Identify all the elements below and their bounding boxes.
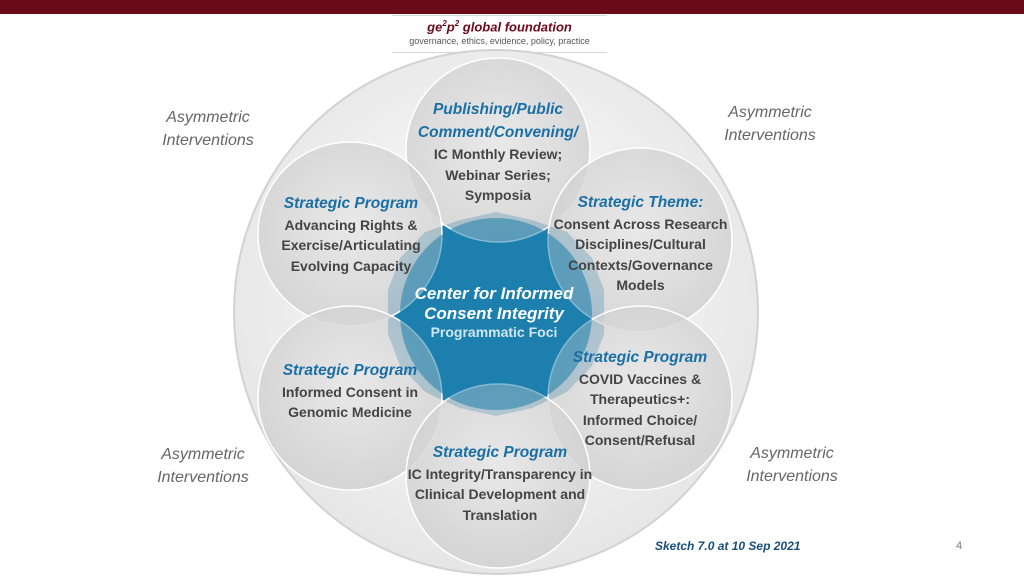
page-number: 4 — [956, 540, 963, 552]
node-circle-lower-left — [257, 305, 443, 491]
node-upper-right-heading: Strategic Theme: — [577, 194, 704, 211]
center-label: Center for Informed Consent Integrity Pr… — [384, 284, 604, 341]
node-upper-left: Strategic Program Advancing Rights & Exe… — [266, 194, 436, 276]
node-lower-left: Strategic Program Informed Consent in Ge… — [270, 361, 430, 423]
node-upper-right: Strategic Theme: Consent Across Research… — [548, 193, 733, 296]
asymmetric-label-top-left: Asymmetric Interventions — [162, 109, 254, 149]
node-bottom-body: IC Integrity/Transparency in Clinical De… — [407, 465, 593, 523]
node-lower-left-heading: Strategic Program — [282, 362, 418, 379]
node-upper-left-body: Advancing Rights & Exercise/Articulating… — [281, 216, 421, 274]
node-lower-right: Strategic Program COVID Vaccines & Thera… — [560, 348, 720, 451]
node-top-body: IC Monthly Review; Webinar Series; Sympo… — [433, 146, 563, 203]
logo-title: ge2p2 global foundation — [427, 19, 572, 35]
node-bottom-heading: Strategic Program — [432, 444, 568, 461]
top-bar — [0, 0, 1024, 14]
logo-tagline: governance, ethics, evidence, policy, pr… — [409, 36, 590, 47]
center-subtitle: Programmatic Foci — [430, 324, 558, 340]
node-top-heading: Publishing/Public Comment/Convening/ — [417, 101, 579, 141]
node-bottom: Strategic Program IC Integrity/Transpare… — [400, 443, 600, 525]
node-lower-right-heading: Strategic Program — [572, 349, 708, 366]
node-lower-right-body: COVID Vaccines & Therapeutics+: Informed… — [578, 370, 702, 449]
node-upper-left-heading: Strategic Program — [283, 195, 419, 212]
center-title: Center for Informed Consent Integrity — [414, 284, 574, 323]
asymmetric-label-bottom-left: Asymmetric Interventions — [157, 446, 249, 486]
node-upper-right-body: Consent Across Research Disciplines/Cult… — [553, 215, 728, 294]
asymmetric-label-top-right: Asymmetric Interventions — [724, 104, 816, 144]
asymmetric-label-bottom-right: Asymmetric Interventions — [746, 445, 838, 485]
center-glow — [400, 218, 592, 410]
node-lower-left-body: Informed Consent in Genomic Medicine — [281, 383, 419, 421]
sketch-version-note: Sketch 7.0 at 10 Sep 2021 — [655, 539, 801, 553]
node-top: Publishing/Public Comment/Convening/ IC … — [403, 98, 593, 206]
